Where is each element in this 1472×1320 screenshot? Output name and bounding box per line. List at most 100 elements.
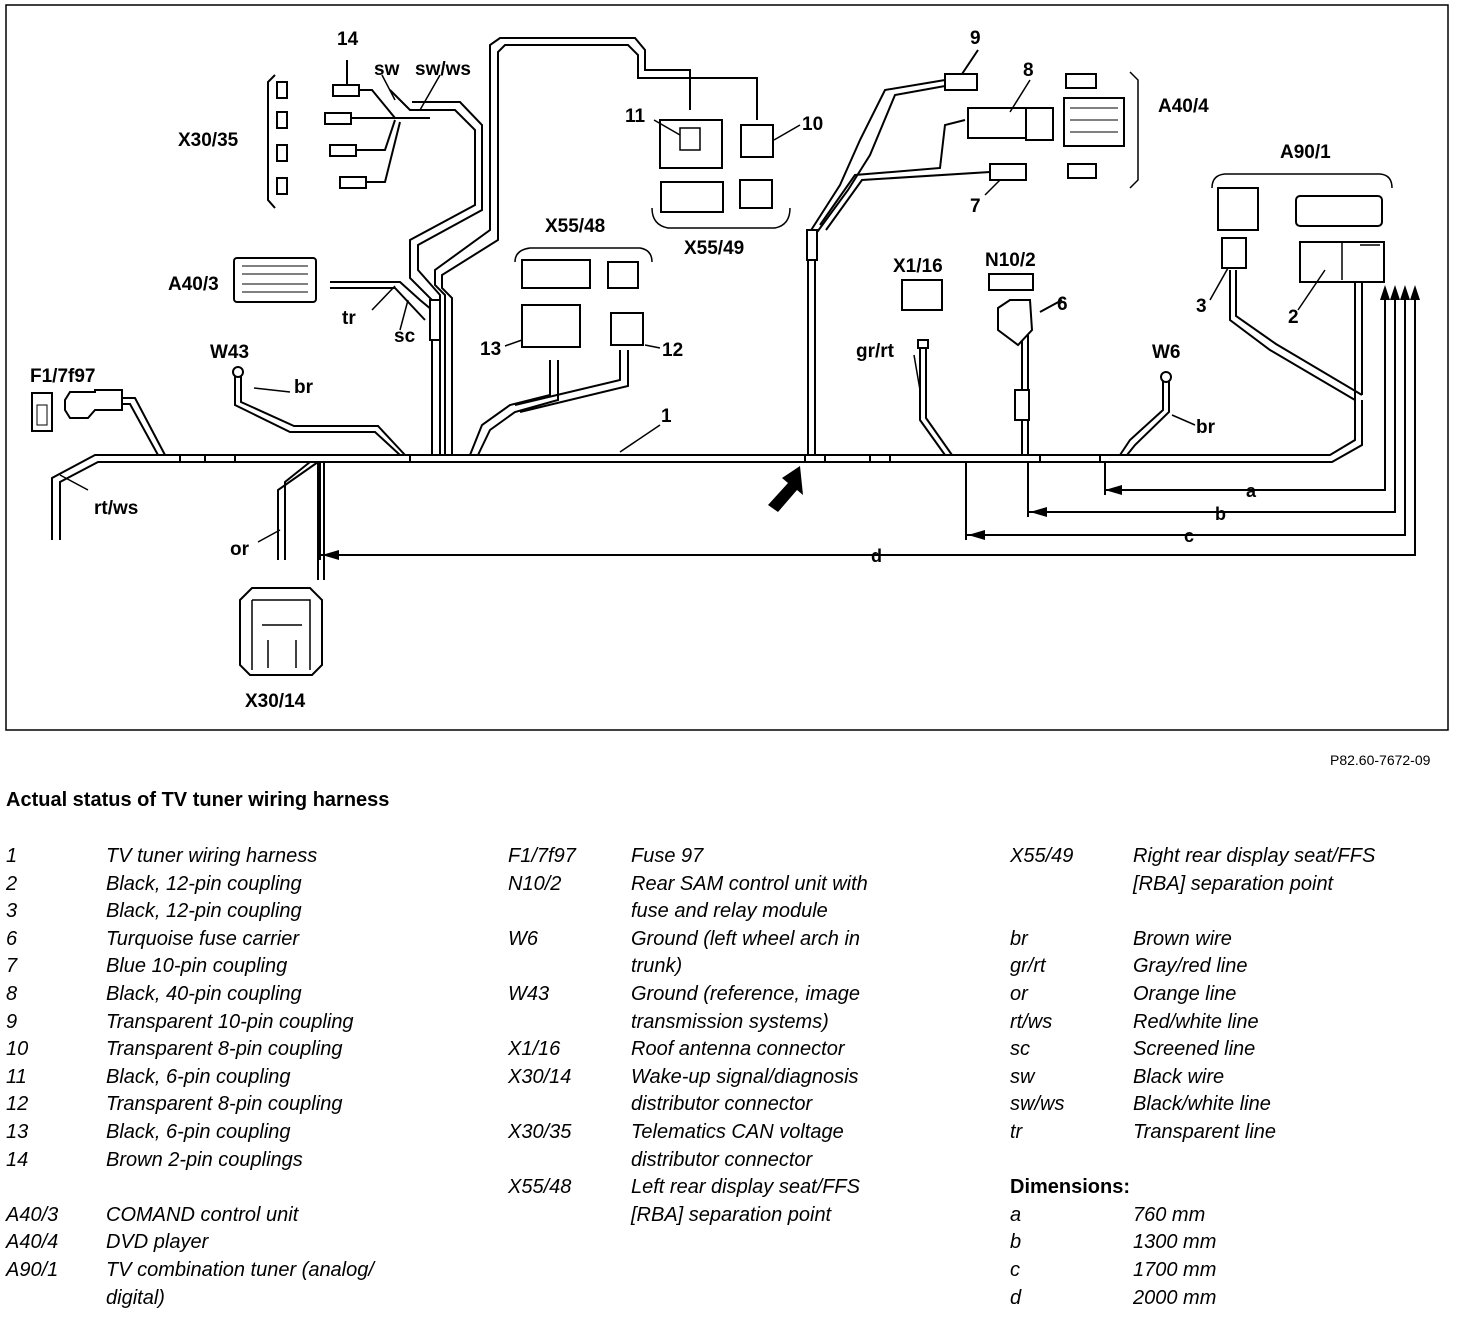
label-a40-3: A40/3 xyxy=(168,274,219,295)
x30-35-pin-2 xyxy=(276,111,288,129)
legend-key: 9 xyxy=(6,1010,18,1033)
figure-reference: P82.60-7672-09 xyxy=(1330,752,1431,768)
x30-14-connector xyxy=(239,587,323,676)
legend-key: 7 xyxy=(6,955,18,978)
ground-w6-icon xyxy=(1160,371,1172,383)
dimension-value: 760 mm xyxy=(1133,1203,1206,1226)
x30-35-bracket xyxy=(267,74,276,209)
legend-key: A40/4 xyxy=(6,1231,59,1254)
label-br-w6: br xyxy=(1196,417,1216,438)
a40-4-plug-a xyxy=(1065,73,1097,89)
legend-key: rt/ws xyxy=(1010,1010,1053,1033)
legend-key: A90/1 xyxy=(6,1258,59,1281)
legend-value: Gray/red line xyxy=(1133,955,1248,978)
label-sc: sc xyxy=(394,326,416,347)
x55-48-bracket xyxy=(514,247,653,263)
legend-row: X55/49 Right rear display seat/FFS [RBA] … xyxy=(1010,843,1463,898)
legend-key: X30/35 xyxy=(508,1120,572,1143)
legend-value: Telematics CAN voltage distributor conne… xyxy=(631,1120,844,1171)
legend-key: W6 xyxy=(508,927,538,950)
legend-value: DVD player xyxy=(106,1231,209,1254)
ground-w43-icon xyxy=(232,366,244,378)
dimension-arrowheads xyxy=(322,285,1420,560)
legend-value: Black, 12-pin coupling xyxy=(106,872,302,895)
label-x55-49: X55/49 xyxy=(684,238,744,259)
label-11: 11 xyxy=(625,106,646,127)
legend-value: Transparent line xyxy=(1133,1120,1277,1143)
coupling-11 xyxy=(659,119,723,169)
label-n10-2: N10/2 xyxy=(985,250,1036,271)
x30-35-pin-3 xyxy=(276,144,288,162)
legend-key: sw xyxy=(1010,1065,1035,1088)
legend-key: 10 xyxy=(6,1038,29,1061)
legend-key: 8 xyxy=(6,982,18,1005)
a90-1-bracket xyxy=(1211,173,1393,189)
legend-row: X30/35 Telematics CAN voltage distributor… xyxy=(508,1119,961,1174)
legend-value: Right rear display seat/FFS [RBA] separa… xyxy=(1133,845,1376,895)
legend-key: 11 xyxy=(6,1065,27,1088)
legend-key: or xyxy=(1010,982,1028,1005)
label-9: 9 xyxy=(970,28,981,49)
coupling-14d xyxy=(339,176,367,189)
n10-2-module xyxy=(988,273,1034,291)
label-x30-35: X30/35 xyxy=(178,130,239,151)
label-tr: tr xyxy=(342,308,356,329)
label-2: 2 xyxy=(1288,307,1299,328)
harness-branches xyxy=(120,37,1363,580)
coupling-14b xyxy=(324,112,352,125)
legend-spacer xyxy=(6,1174,476,1202)
dimension-value: 2000 mm xyxy=(1133,1286,1217,1309)
label-a40-4: A40/4 xyxy=(1158,96,1209,117)
legend-key: 2 xyxy=(6,872,18,895)
legend-value: Ground (left wheel arch in trunk) xyxy=(631,927,861,978)
x30-35-pin-1 xyxy=(276,81,288,99)
dimension-key: b xyxy=(1010,1231,1022,1254)
legend-key: 6 xyxy=(6,927,18,950)
legend-value: Wake-up signal/diagnosis distributor con… xyxy=(631,1065,859,1116)
x55-49-plug-a xyxy=(660,181,724,213)
legend-key: X55/48 xyxy=(508,1176,572,1199)
label-3: 3 xyxy=(1196,296,1207,317)
label-gr-rt: gr/rt xyxy=(856,341,895,362)
legend-row: 2 Black, 12-pin coupling xyxy=(6,871,476,899)
legend-value: Red/white line xyxy=(1133,1010,1259,1033)
label-10: 10 xyxy=(802,114,823,135)
label-13: 13 xyxy=(480,339,501,360)
legend-value: Brown 2-pin couplings xyxy=(106,1148,303,1171)
a90-1-plug-right xyxy=(1295,195,1383,227)
label-f1-7f97: F1/7f97 xyxy=(30,366,95,387)
legend-key: A40/3 xyxy=(6,1203,59,1226)
legend-key: 13 xyxy=(6,1120,29,1143)
legend-row: W6 Ground (left wheel arch in trunk) xyxy=(508,926,961,981)
legend-value: Black, 12-pin coupling xyxy=(106,900,302,923)
coupling-13 xyxy=(521,304,581,348)
coupling-8 xyxy=(967,107,1027,139)
legend-value: Fuse 97 xyxy=(631,845,704,867)
label-or: or xyxy=(230,539,250,560)
coupling-3 xyxy=(1221,237,1247,269)
dimension-value: 1700 mm xyxy=(1133,1258,1217,1281)
dimension-value: 1300 mm xyxy=(1133,1231,1217,1254)
label-sw-ws: sw/ws xyxy=(415,59,471,80)
label-1: 1 xyxy=(661,406,672,427)
legend-key: X55/49 xyxy=(1010,845,1074,867)
legend-key: 12 xyxy=(6,1093,29,1116)
label-x55-48: X55/48 xyxy=(545,216,605,237)
